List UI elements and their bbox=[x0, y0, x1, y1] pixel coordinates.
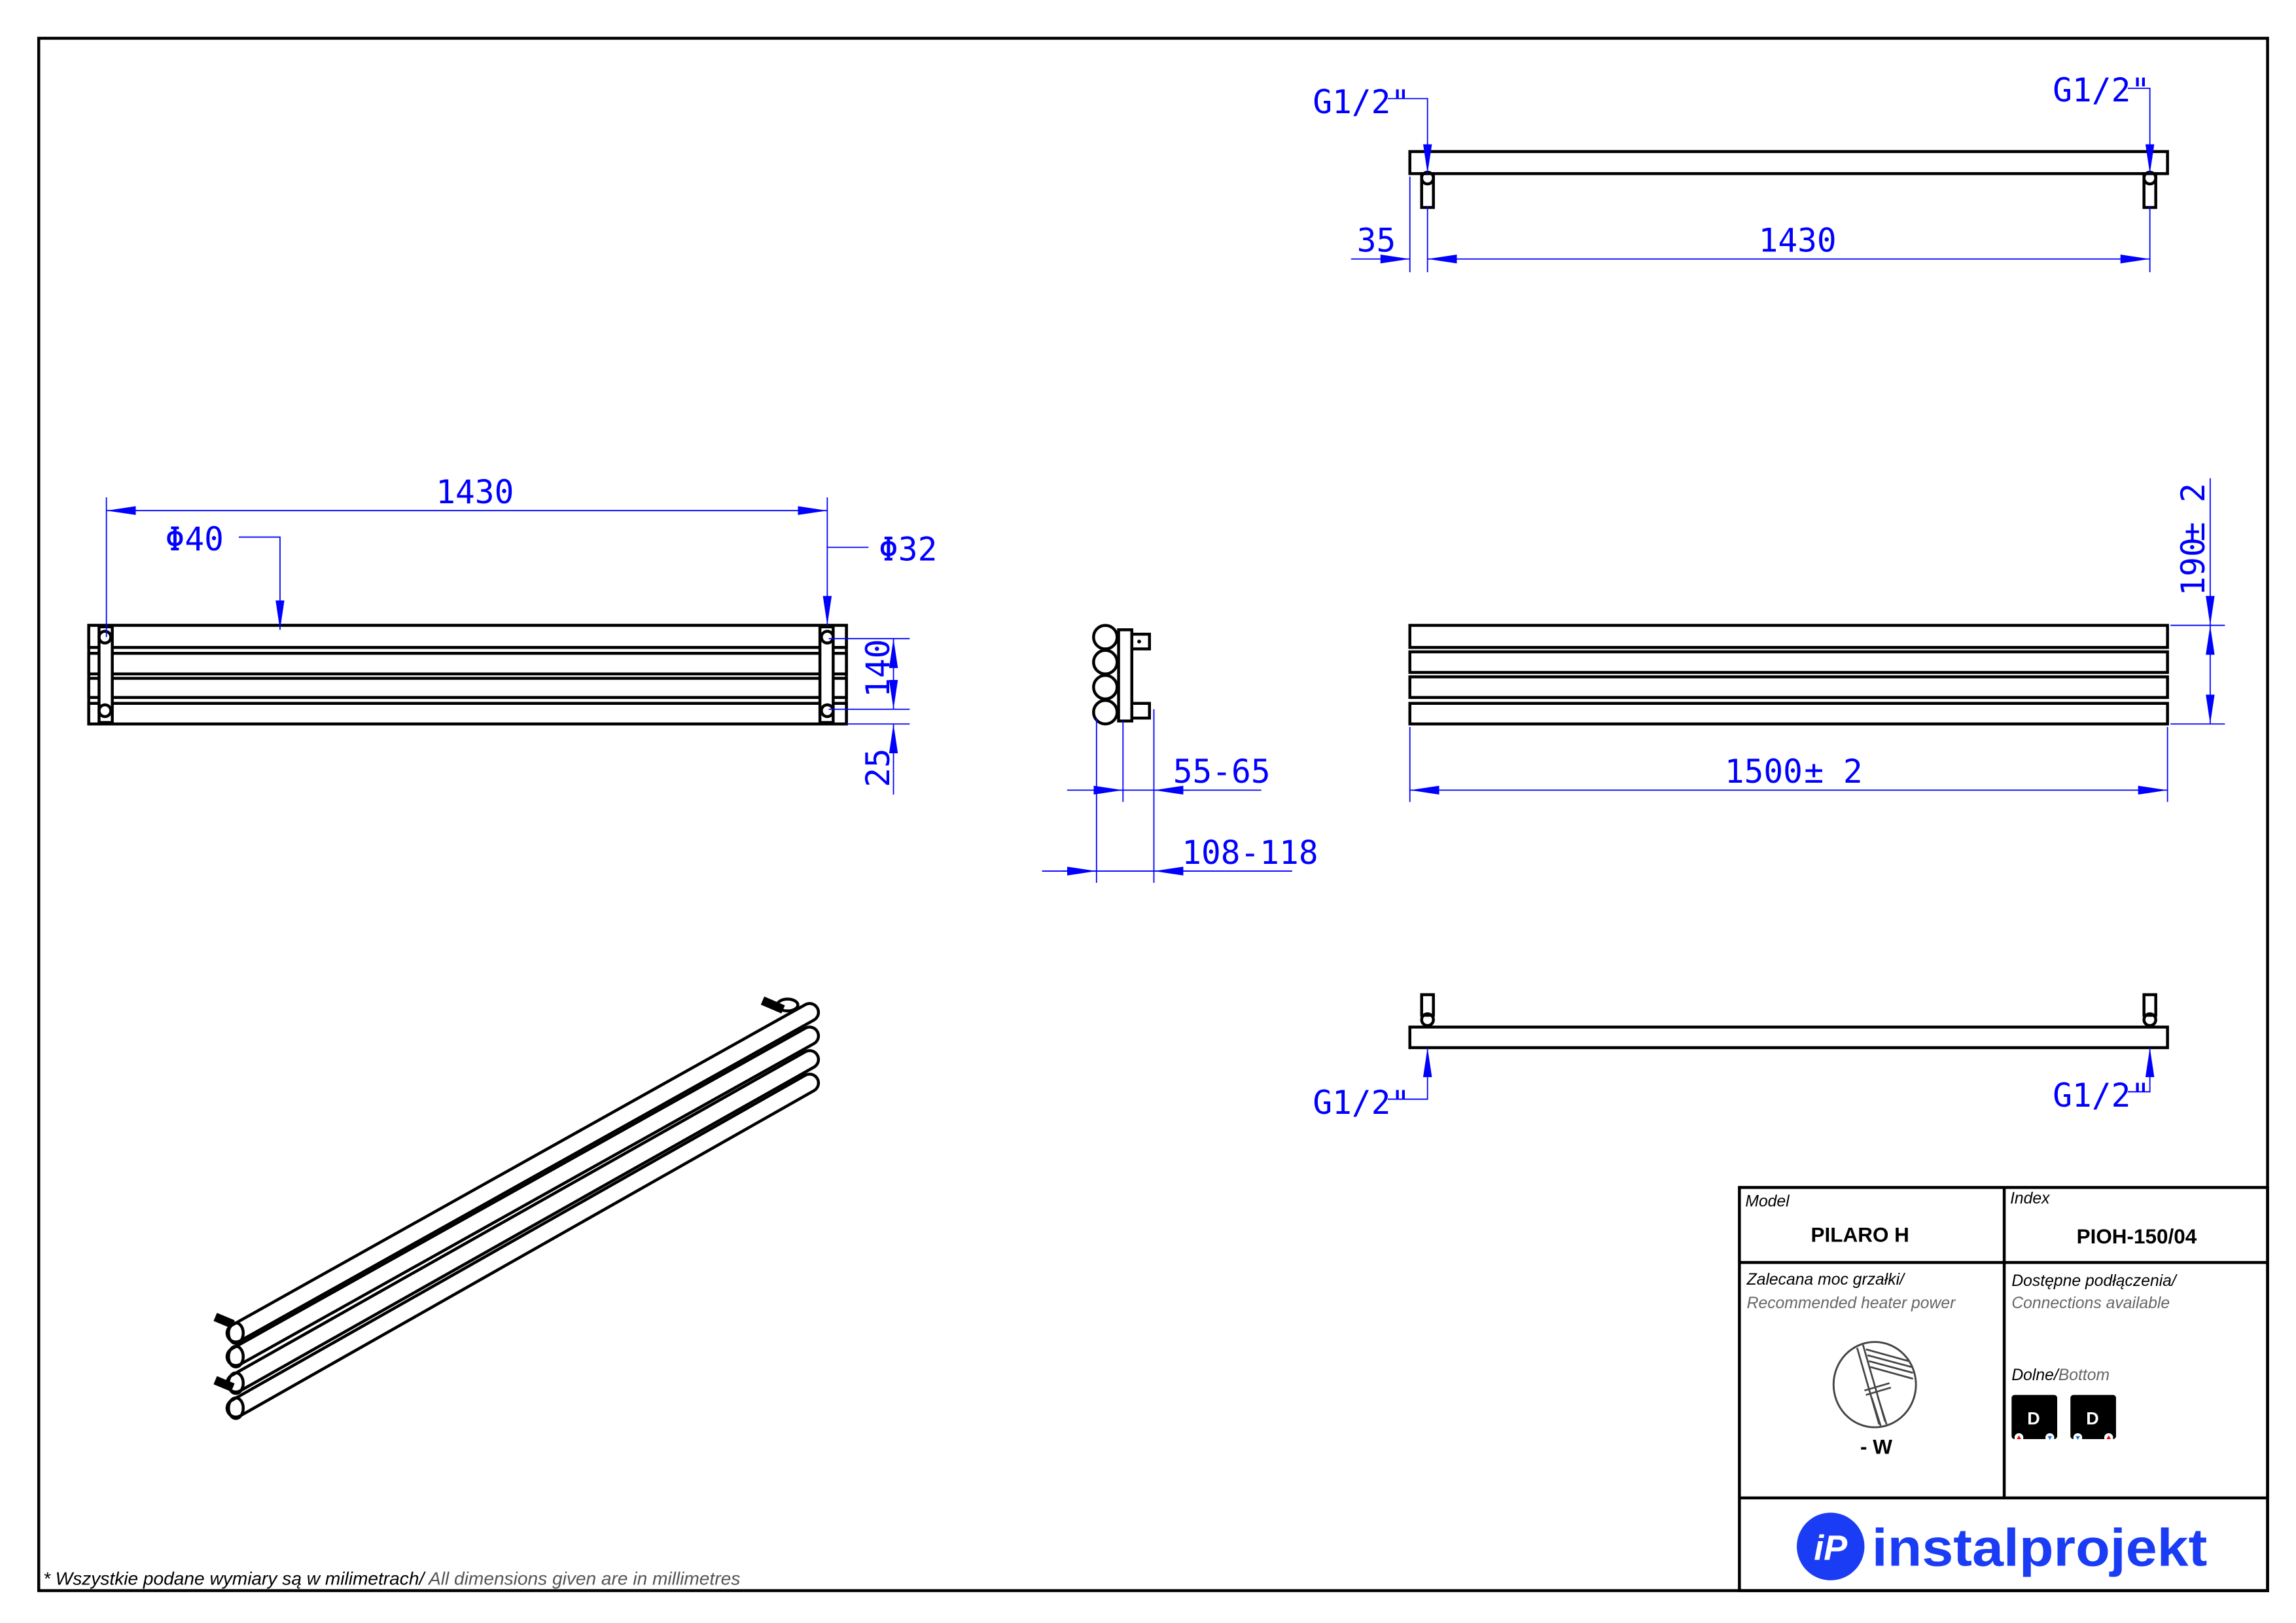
isometric-view bbox=[213, 996, 821, 1420]
dim-bottom-25: 25 bbox=[859, 748, 897, 787]
footnote: * Wszystkie podane wymiary są w milimetr… bbox=[43, 1569, 740, 1589]
heater-label-en: Recommended heater power bbox=[1747, 1294, 1957, 1312]
connection-label-bottom-right: G1/2" bbox=[2053, 1077, 2150, 1115]
dim-width-1500: 1500 bbox=[1725, 753, 1803, 791]
heater-label-pl: Zalecana moc grzałki/ bbox=[1746, 1271, 1906, 1289]
model-value: PILARO H bbox=[1811, 1224, 1909, 1247]
index-value: PIOH-150/04 bbox=[2077, 1225, 2197, 1248]
connection-label-bottom-left: G1/2" bbox=[1313, 1084, 1410, 1122]
dim-axis-1430-front: 1430 bbox=[436, 473, 514, 511]
dim-width-tolerance: ± 2 bbox=[1804, 753, 1862, 791]
drawing-border bbox=[37, 37, 2269, 1592]
side-view: 55-65 108-118 bbox=[1042, 624, 1318, 883]
front-view: 1430 Φ40 Φ32 140 25 bbox=[87, 473, 937, 795]
svg-text:D: D bbox=[2027, 1408, 2040, 1428]
svg-text:iP: iP bbox=[1814, 1528, 1848, 1567]
dim-total-depth: 108-118 bbox=[1182, 834, 1318, 872]
dim-wall-distance: 55-65 bbox=[1173, 753, 1271, 791]
dim-tube-32: Φ32 bbox=[879, 531, 937, 569]
heater-icon bbox=[1832, 1341, 1917, 1429]
connection-badge-2: D bbox=[2070, 1395, 2116, 1442]
dim-offset-35: 35 bbox=[1357, 221, 1396, 259]
dim-tube-40: Φ40 bbox=[166, 520, 224, 558]
connection-label-top-right: G1/2" bbox=[2053, 71, 2150, 109]
index-label: Index bbox=[2010, 1190, 2051, 1207]
connection-badge-1: D bbox=[2011, 1395, 2058, 1442]
svg-text:D: D bbox=[2086, 1408, 2098, 1428]
title-block: Model PILARO H Index PIOH-150/04 Zalecan… bbox=[1738, 1186, 2269, 1592]
overall-view: 1500 ± 2 190 ± 2 bbox=[1408, 478, 2225, 802]
brand-name: instalprojekt bbox=[1872, 1518, 2208, 1577]
connection-type: Dolne/Bottom bbox=[2011, 1366, 2110, 1384]
dim-height-190: 190 bbox=[2174, 537, 2212, 596]
brand-logo: iP instalprojekt bbox=[1797, 1512, 2207, 1580]
model-label: Model bbox=[1745, 1193, 1790, 1211]
top-view: G1/2" G1/2" 35 1430 bbox=[1313, 71, 2169, 272]
dim-height-tolerance: ± 2 bbox=[2174, 483, 2212, 541]
dim-axis-1430-top: 1430 bbox=[1759, 221, 1837, 259]
bottom-view: G1/2" G1/2" bbox=[1313, 993, 2169, 1122]
dim-vertical-140: 140 bbox=[859, 639, 897, 697]
connections-label-en: Connections available bbox=[2011, 1294, 2170, 1312]
heater-value: - W bbox=[1860, 1435, 1892, 1458]
connection-label-top-left: G1/2" bbox=[1313, 83, 1410, 121]
connections-label-pl: Dostępne podłączenia/ bbox=[2011, 1272, 2178, 1290]
